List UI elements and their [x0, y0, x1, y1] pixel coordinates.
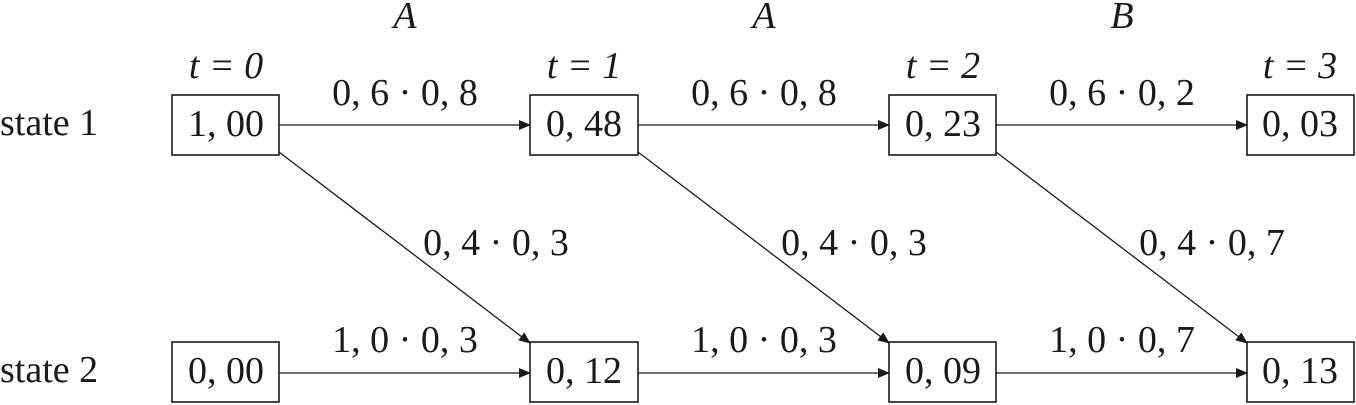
observation-label-3: B — [1110, 0, 1133, 37]
edge-label-state1-t2-t3: 0, 6 · 0, 2 — [1049, 72, 1195, 114]
row-label-state-2: state 2 — [0, 349, 98, 391]
edge-label-state1-t0-t1: 0, 6 · 0, 8 — [332, 72, 478, 114]
node-state1-t1: 0, 48 — [529, 94, 639, 156]
edge-label-state1-t1-t2: 0, 6 · 0, 8 — [691, 72, 837, 114]
node-value: 0, 13 — [1262, 350, 1338, 392]
edge-label-diag-t1-t2: 0, 4 · 0, 3 — [781, 222, 927, 264]
edge-diag-t1-t2 — [637, 151, 890, 344]
edge-diag-t2-t3 — [995, 151, 1248, 344]
node-state2-t3: 0, 13 — [1246, 341, 1355, 403]
node-value: 1, 00 — [188, 103, 264, 145]
node-value: 0, 23 — [905, 103, 981, 145]
edge-label-diag-t0-t1: 0, 4 · 0, 3 — [423, 222, 569, 264]
edge-label-state2-t0-t1: 1, 0 · 0, 3 — [332, 319, 478, 361]
node-value: 0, 03 — [1262, 103, 1338, 145]
observation-label-2: A — [749, 0, 776, 37]
row-label-state-1: state 1 — [0, 102, 98, 144]
node-value: 0, 00 — [188, 350, 264, 392]
node-state1-t3: 0, 03 — [1246, 94, 1355, 156]
time-label-1: t = 1 — [547, 45, 621, 87]
node-state1-t2: 0, 23 — [888, 94, 997, 156]
time-label-0: t = 0 — [189, 45, 263, 87]
edge-diag-t0-t1 — [278, 151, 531, 344]
node-value: 0, 48 — [546, 103, 622, 145]
time-label-3: t = 3 — [1263, 45, 1337, 87]
edge-label-diag-t2-t3: 0, 4 · 0, 7 — [1139, 222, 1285, 264]
node-state2-t1: 0, 12 — [529, 341, 639, 403]
time-label-2: t = 2 — [906, 45, 980, 87]
node-state1-t0: 1, 00 — [171, 94, 280, 156]
node-value: 0, 09 — [905, 350, 981, 392]
node-state2-t2: 0, 09 — [888, 341, 997, 403]
observation-label-1: A — [390, 0, 417, 37]
node-state2-t0: 0, 00 — [171, 341, 280, 403]
node-value: 0, 12 — [546, 350, 622, 392]
edge-label-state2-t2-t3: 1, 0 · 0, 7 — [1049, 319, 1195, 361]
edge-label-state2-t1-t2: 1, 0 · 0, 3 — [691, 319, 837, 361]
